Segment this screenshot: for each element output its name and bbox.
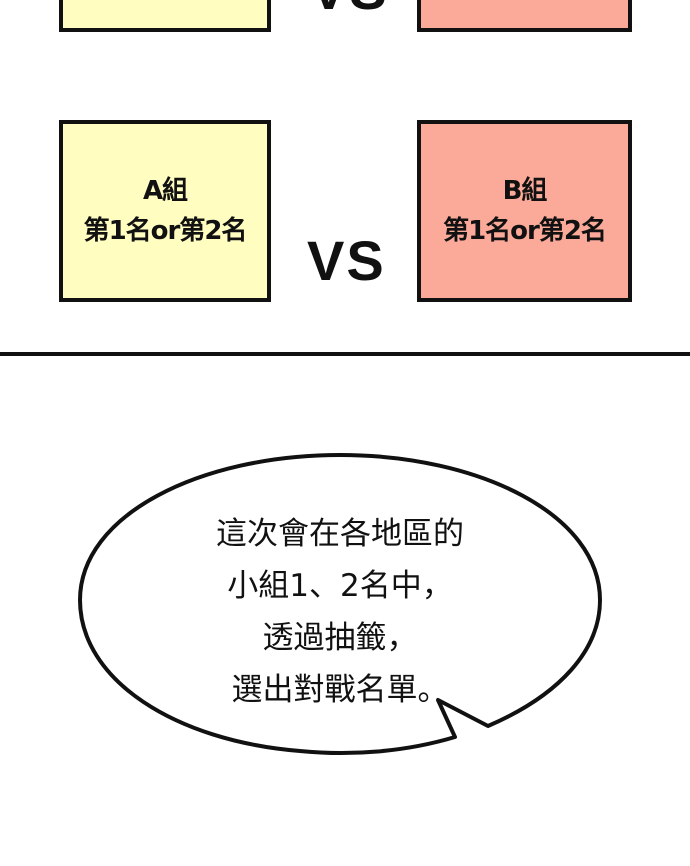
speech-bubble-text: 這次會在各地區的 小組1、2名中， 透過抽籤， 選出對戰名單。	[150, 508, 530, 716]
speech-line-3: 透過抽籤，	[262, 620, 418, 656]
vs-label-top-partial: VS	[310, 0, 389, 18]
vs-label: VS	[307, 229, 386, 292]
team-b-box: B組 第1名or第2名	[417, 120, 632, 302]
team-a-rank-label: 第1名or第2名	[83, 216, 248, 246]
team-b-rank-label: 第1名or第2名	[443, 216, 607, 246]
speech-line-4: 選出對戰名單。	[231, 672, 449, 708]
speech-line-1: 這次會在各地區的	[216, 516, 464, 552]
team-a-group-label: A組	[142, 176, 188, 206]
team-b-box-top-partial	[417, 0, 632, 32]
speech-bubble-outline	[78, 453, 602, 756]
panel-divider	[0, 352, 690, 356]
team-a-box: A組 第1名or第2名	[59, 120, 271, 302]
team-b-group-label: B組	[502, 176, 548, 206]
speech-line-2: 小組1、2名中，	[227, 568, 453, 604]
team-a-box-top-partial	[59, 0, 271, 32]
